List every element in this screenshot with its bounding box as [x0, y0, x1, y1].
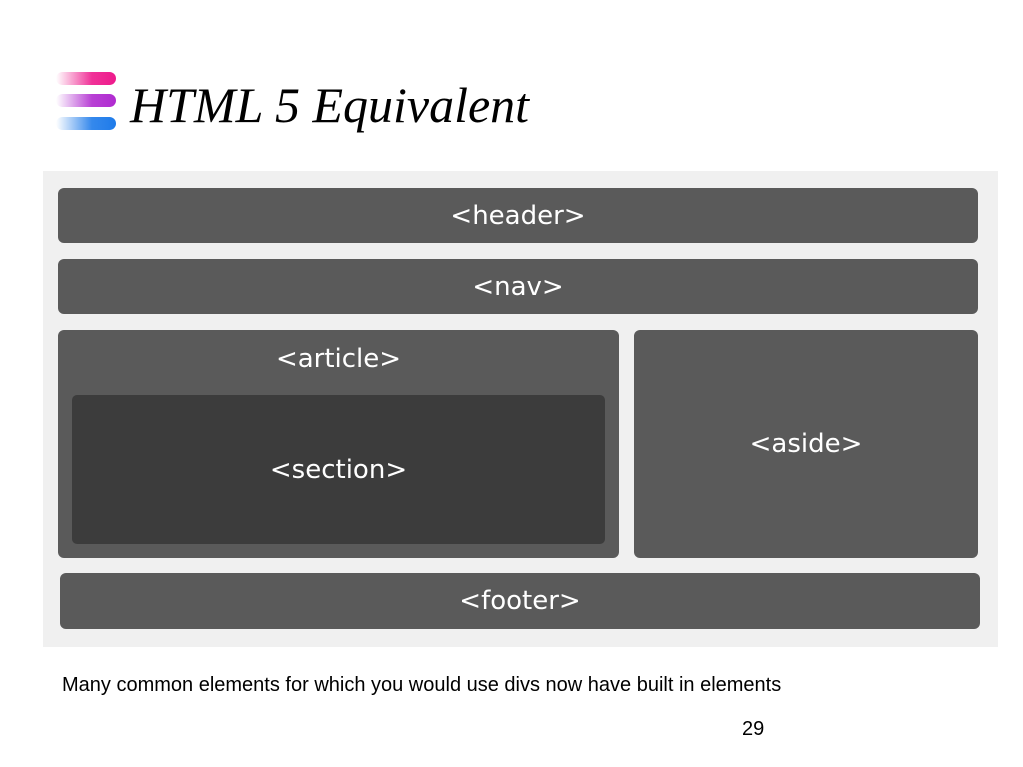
section-label: <section>	[269, 454, 408, 485]
slide-title: HTML 5 Equivalent	[130, 77, 530, 133]
page-number: 29	[742, 718, 765, 740]
nav-label: <nav>	[472, 271, 564, 302]
footer-block: <footer>	[60, 573, 980, 629]
article-block: <article> <section>	[58, 330, 619, 558]
html5-layout-diagram: <header> <nav> <article> <section> <asid…	[43, 171, 998, 647]
article-label: <article>	[275, 344, 402, 374]
aside-block: <aside>	[634, 330, 978, 558]
aside-label: <aside>	[749, 429, 863, 459]
footer-label: <footer>	[459, 586, 581, 616]
bullet-logo-icon	[56, 70, 118, 134]
slide-caption: Many common elements for which you would…	[62, 674, 782, 696]
nav-block: <nav>	[58, 259, 978, 314]
section-block: <section>	[72, 395, 605, 544]
header-block: <header>	[58, 188, 978, 243]
header-label: <header>	[450, 200, 586, 231]
